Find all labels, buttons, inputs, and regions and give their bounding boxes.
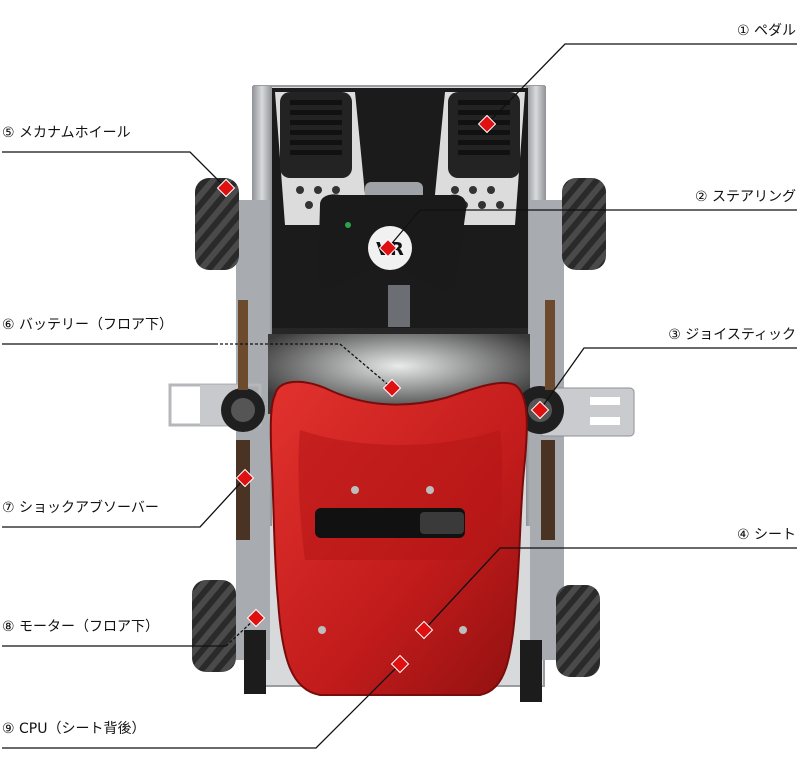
callout-shock-absorber: ⑦ ショックアブソーバー xyxy=(2,499,159,517)
callout-text: CPU（シート背後） xyxy=(19,721,146,737)
pedal-right xyxy=(432,92,525,225)
seat xyxy=(269,380,528,696)
marker-motor xyxy=(246,608,266,628)
marker-mecanum xyxy=(216,178,236,198)
callout-text: モーター（フロア下） xyxy=(19,619,160,635)
callout-text: ペダル xyxy=(754,23,796,39)
shock-absorber-right xyxy=(541,300,555,540)
callout-text: ジョイスティック xyxy=(685,327,796,343)
callout-motor: ⑧ モーター（フロア下） xyxy=(2,618,159,636)
markers xyxy=(216,114,550,674)
mecanum-wheel-front-right xyxy=(562,178,606,270)
leader-line-steering xyxy=(387,209,797,249)
callout-number: ① xyxy=(736,23,750,39)
callout-number: ② xyxy=(694,189,708,205)
marker-steering xyxy=(378,238,398,258)
callout-mecanum-wheel: ⑤ メカナムホイール xyxy=(2,124,131,142)
marker-shock xyxy=(235,468,255,488)
mecanum-wheel-rear-left xyxy=(192,580,236,672)
leader-line-pedal xyxy=(486,43,797,125)
callout-text: バッテリー（フロア下） xyxy=(19,317,174,333)
callout-text: ショックアブソーバー xyxy=(19,500,159,516)
side-bracket-right xyxy=(539,387,635,437)
leader-line-motor-hidden xyxy=(225,617,257,647)
leader-line-seat xyxy=(423,547,797,631)
callout-number: ⑦ xyxy=(2,500,15,516)
callout-number: ⑥ xyxy=(2,317,15,333)
shock-absorber-left xyxy=(236,300,250,540)
marker-pedal xyxy=(477,114,497,134)
joystick-left xyxy=(221,388,265,432)
mecanum-wheel-front-left xyxy=(195,178,239,270)
leader-line-mecanum xyxy=(2,151,227,189)
rear-motor-blocks xyxy=(244,630,542,702)
callout-joystick: ③ ジョイスティック xyxy=(668,326,796,344)
callout-number: ⑤ xyxy=(2,125,15,141)
callout-text: メカナムホイール xyxy=(19,125,131,141)
leader-lines xyxy=(2,43,797,749)
pedal-left xyxy=(275,92,368,225)
leader-line-joystick xyxy=(539,347,797,411)
callout-number: ④ xyxy=(736,527,750,543)
leader-line-shock xyxy=(2,477,246,528)
leader-line-battery-hidden xyxy=(215,343,393,389)
callout-battery: ⑥ バッテリー（フロア下） xyxy=(2,316,173,334)
callout-pedal: ① ペダル xyxy=(737,22,796,40)
callout-text: ステアリング xyxy=(712,189,796,205)
marker-cpu xyxy=(390,654,410,674)
callout-steering: ② ステアリング xyxy=(695,188,796,206)
callout-text: シート xyxy=(754,527,796,543)
leader-line-cpu xyxy=(2,663,401,749)
callout-number: ⑧ xyxy=(2,619,15,635)
callout-number: ③ xyxy=(668,327,681,343)
marker-battery xyxy=(382,378,402,398)
marker-seat xyxy=(414,620,434,640)
callout-number: ⑨ xyxy=(2,721,15,737)
mecanum-wheel-rear-right xyxy=(556,585,600,677)
callout-seat: ④ シート xyxy=(737,526,796,544)
callout-cpu: ⑨ CPU（シート背後） xyxy=(2,720,145,738)
marker-joystick xyxy=(530,400,550,420)
